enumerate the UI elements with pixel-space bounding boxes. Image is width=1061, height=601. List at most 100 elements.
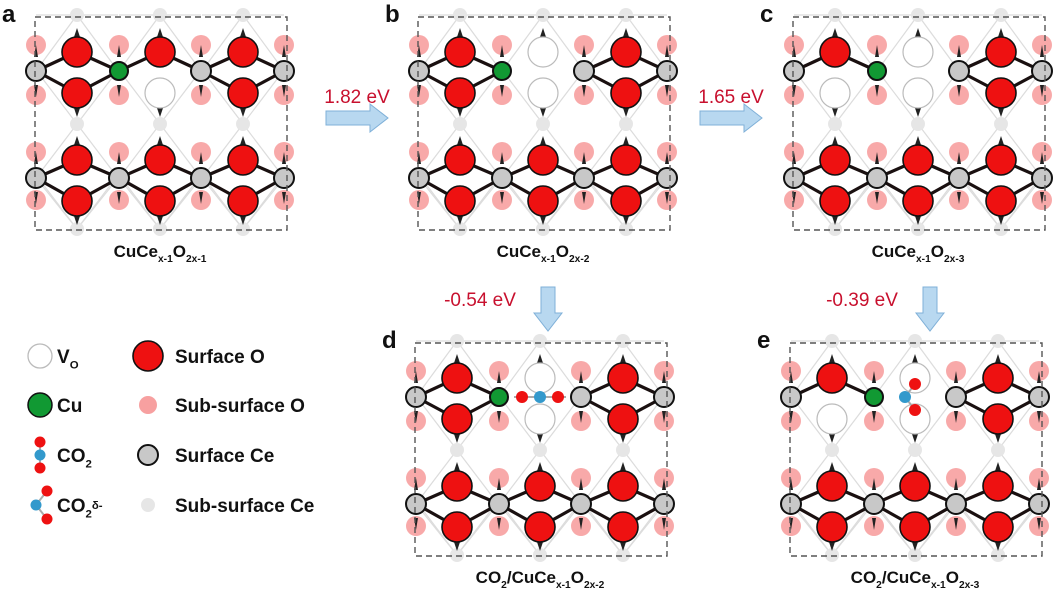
orientation-marker — [792, 45, 796, 97]
surface-o-atom — [607, 403, 639, 435]
reaction-energy: -0.54 eV — [444, 290, 516, 311]
lattice-line — [539, 340, 582, 398]
lattice-line — [625, 123, 668, 179]
oxygen-vacancy — [816, 403, 848, 435]
text-segment: /CuCe — [507, 568, 556, 587]
surface-ce-atom — [408, 167, 430, 189]
lattice-line — [581, 340, 624, 398]
lattice-line — [76, 123, 119, 179]
text-segment: x-1 — [158, 254, 173, 265]
subsurface-ce-atom — [825, 334, 839, 348]
legend-label: Surface O — [175, 347, 265, 368]
text-segment: x-1 — [556, 580, 571, 591]
lattice-line — [118, 123, 161, 179]
co2-c-atom — [534, 391, 546, 403]
lattice-line — [159, 123, 202, 179]
down-arrow-icon — [914, 286, 946, 332]
surface-o-atom — [902, 144, 934, 176]
orientation-marker — [282, 45, 286, 97]
lattice-line — [415, 340, 458, 398]
lattice-line — [201, 14, 244, 72]
text-segment: O — [70, 360, 79, 372]
orientation-marker — [582, 45, 586, 97]
surface-ce-atom — [491, 167, 513, 189]
lattice-line — [831, 340, 874, 398]
subsurface-ce-atom — [450, 334, 464, 348]
lattice-line — [501, 69, 544, 125]
orientation-marker — [579, 478, 583, 530]
lattice-line — [956, 340, 999, 398]
oxygen-vacancy — [819, 77, 851, 109]
orientation-marker — [199, 45, 203, 97]
lattice-line — [876, 14, 919, 72]
supercell-boundary — [789, 342, 1043, 557]
text-segment: O — [946, 568, 959, 587]
subsurface-ce-atom — [453, 117, 467, 131]
subsurface-ce-atom — [616, 443, 630, 457]
lattice-line — [456, 395, 499, 451]
orientation-marker — [417, 45, 421, 97]
subsurface-ce-atom — [994, 117, 1008, 131]
lattice-line — [917, 123, 960, 179]
orientation-marker — [497, 478, 501, 530]
lattice-line — [498, 449, 541, 505]
subsurface-ce-atom — [619, 117, 633, 131]
text-segment: O — [571, 568, 584, 587]
orientation-marker — [579, 371, 583, 423]
reaction-energy: 1.65 eV — [698, 87, 764, 108]
text-segment: CuCe — [497, 242, 541, 261]
orientation-marker — [414, 478, 418, 530]
surface-ce-atom — [948, 167, 970, 189]
subsurface-ce-atom — [450, 548, 464, 562]
supercell-boundary — [792, 16, 1046, 231]
lattice-line — [793, 14, 836, 72]
lattice-line — [831, 395, 874, 451]
surface-o-atom — [527, 144, 559, 176]
panel-caption: CuCex-1O2x-1 — [114, 242, 207, 265]
orientation-marker — [117, 45, 121, 97]
orientation-marker — [34, 45, 38, 97]
legend-item-cu: Cu — [27, 392, 82, 418]
surface-ce-atom — [488, 493, 510, 515]
subsurface-ce-atom — [533, 443, 547, 457]
surface-o-atom — [527, 185, 559, 217]
surface-o-atom — [610, 77, 642, 109]
lattice-line — [873, 340, 916, 398]
panel-label: c — [760, 1, 773, 28]
surface-ce-atom — [945, 386, 967, 408]
surface-o-atom — [610, 185, 642, 217]
lattice-line — [876, 69, 919, 125]
surface-o-atom — [227, 77, 259, 109]
subsurface-ce-atom — [828, 8, 842, 22]
text-segment: x-1 — [916, 254, 931, 265]
surface-ce-atom — [866, 167, 888, 189]
surface-o-atom — [607, 362, 639, 394]
surface-o-atom — [444, 144, 476, 176]
orientation-marker — [1040, 152, 1044, 204]
surface-ce-atom — [573, 60, 595, 82]
surface-o-atom — [816, 511, 848, 543]
surface-o-atom — [61, 77, 93, 109]
orientation-marker — [792, 152, 796, 204]
right-arrow-icon — [325, 102, 389, 134]
reaction-energy: -0.39 eV — [826, 290, 898, 311]
surface-ce-atom — [1028, 493, 1050, 515]
orientation-marker — [117, 152, 121, 204]
surface-ce-atom — [573, 167, 595, 189]
orientation-marker — [1037, 478, 1041, 530]
surface-o-atom — [441, 470, 473, 502]
surface-ce-atom — [783, 60, 805, 82]
surface-ce-atom — [273, 60, 295, 82]
text-segment: O — [173, 242, 186, 261]
surface-ce-atom — [190, 167, 212, 189]
legend-label: CO2δ- — [57, 496, 103, 521]
legend-item-sub-ce: Sub-surface Ce — [141, 496, 314, 517]
surface-ce-atom — [780, 493, 802, 515]
supercell-boundary — [417, 16, 671, 231]
orientation-marker — [199, 152, 203, 204]
orientation-marker — [957, 152, 961, 204]
lattice-line — [834, 14, 877, 72]
vacancy-icon — [27, 343, 53, 369]
